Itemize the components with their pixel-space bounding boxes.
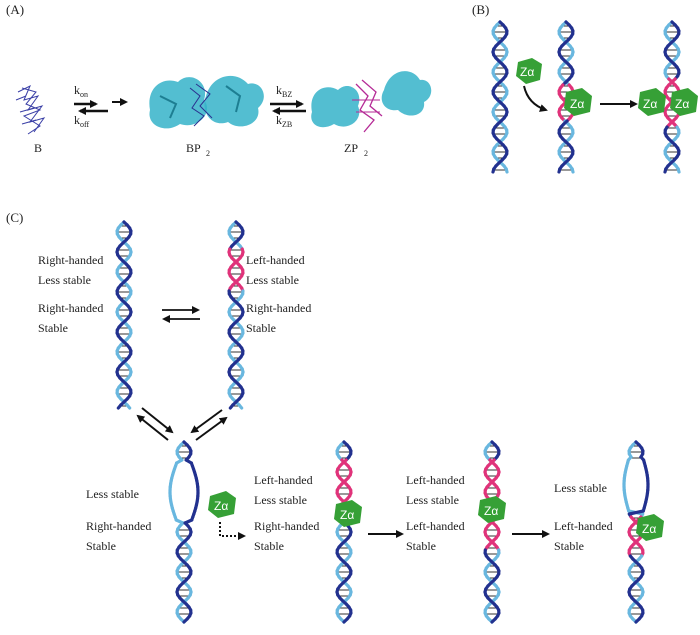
b-zalpha-bound-label: Zα: [570, 97, 584, 111]
panel-c: Right-handed Less stable Right-handed St…: [38, 220, 664, 624]
kzb-subscript: ZB: [282, 120, 292, 129]
c4-top-stability: Less stable: [254, 493, 307, 507]
c1-top-handedness: Right-handed: [38, 253, 103, 267]
c2-top-handedness: Left-handed: [246, 253, 305, 267]
state-b-label: B: [34, 141, 42, 155]
dna-strand-back: [504, 167, 509, 174]
state-bp2-label: BP: [186, 141, 201, 155]
c-arrow-left-up: [136, 414, 169, 441]
c4-zalpha-label: Zα: [340, 508, 354, 522]
kbz-subscript: BZ: [282, 90, 292, 99]
dna-strand-front: [663, 167, 668, 174]
c-dna-right-handed: [115, 220, 133, 410]
c5-bottom-handedness: Left-handed: [406, 519, 465, 533]
koff-label: k: [74, 113, 80, 127]
dna-strand-back: [125, 403, 132, 410]
c6-top-stability: Less stable: [554, 481, 607, 495]
kzb-label: k: [276, 113, 282, 127]
c-dna-partial-z: [335, 440, 353, 624]
panel-b-label: (B): [472, 2, 489, 17]
b-zalpha-dimer-right-label: Zα: [675, 97, 689, 111]
dna-strand-back: [237, 403, 244, 410]
c-zalpha-free-label: Zα: [214, 499, 228, 513]
dna-strand-front: [182, 617, 189, 624]
c2-top-stability: Less stable: [246, 273, 299, 287]
panel-b: Zα Zα Zα Zα: [491, 20, 698, 174]
panel-a: B k on k off BP 2 k BZ k ZB ZP: [15, 71, 432, 158]
c1-bottom-handedness: Right-handed: [38, 301, 103, 315]
c6-bottom-stability: Stable: [554, 539, 584, 553]
dna-strand-front: [491, 167, 496, 174]
c-binding-arrow: [219, 522, 246, 540]
c1-top-stability: Less stable: [38, 273, 91, 287]
bp2-complex: [149, 75, 264, 129]
c5-zalpha-bound: Zα: [478, 496, 506, 523]
dna-strand-front: [634, 617, 641, 624]
c-dna-bubble-z: [622, 440, 650, 624]
b-zalpha-free-label: Zα: [520, 65, 534, 79]
dna-strand-front: [342, 617, 349, 624]
dna-strand-back: [570, 167, 575, 174]
c-arrow-right-up: [195, 416, 228, 441]
c2-bottom-stability: Stable: [246, 321, 276, 335]
dna-strand-front: [228, 403, 235, 410]
c-dna-left-handed-top: [227, 220, 245, 410]
c5-top-stability: Less stable: [406, 493, 459, 507]
c-dna-bubble-1: [168, 440, 200, 624]
c2-bottom-handedness: Right-handed: [246, 301, 311, 315]
b-dna-helix-1: [491, 20, 509, 174]
c6-bottom-handedness: Left-handed: [554, 519, 613, 533]
c4-bottom-stability: Stable: [254, 539, 284, 553]
c1-bottom-stability: Stable: [38, 321, 68, 335]
c4-bottom-handedness: Right-handed: [254, 519, 319, 533]
c-arrow-right-down: [190, 409, 223, 434]
c6-zalpha-label: Zα: [642, 522, 656, 536]
b-binding-arrow: [523, 85, 548, 112]
c6-zalpha-bound: Zα: [636, 514, 664, 541]
b-zalpha-dimer-left-label: Zα: [643, 97, 657, 111]
c4-zalpha-bound: Zα: [334, 500, 362, 527]
zp2-complex: [311, 71, 432, 133]
dna-strand-front: [627, 509, 645, 516]
zp2-subscript: 2: [364, 149, 368, 158]
b-zalpha-dimer: Zα Zα: [638, 88, 698, 116]
dna-strand-back: [676, 167, 681, 174]
panel-c-label: (C): [6, 210, 23, 225]
b-dna-model: [15, 84, 46, 135]
b-zalpha-bound: Zα: [564, 88, 592, 116]
kbz-label: k: [276, 83, 282, 97]
panel-a-label: (A): [6, 2, 24, 17]
koff-subscript: off: [80, 120, 90, 129]
c5-top-handedness: Left-handed: [406, 473, 465, 487]
kon-label: k: [74, 83, 80, 97]
dna-strand-front: [116, 403, 123, 410]
c-arrow-left-down: [141, 407, 174, 434]
kon-subscript: on: [80, 90, 88, 99]
dna-strand-front: [557, 167, 562, 174]
dna-strand-front: [490, 617, 497, 624]
b-zalpha-free: Zα: [516, 58, 542, 84]
c5-zalpha-label: Zα: [484, 504, 498, 518]
c3-top-stability: Less stable: [86, 487, 139, 501]
c-zalpha-free: Zα: [208, 491, 236, 518]
c3-bottom-handedness: Right-handed: [86, 519, 151, 533]
state-zp2-label: ZP: [344, 141, 358, 155]
c-dna-full-z: [483, 440, 501, 624]
c5-bottom-stability: Stable: [406, 539, 436, 553]
bp2-subscript: 2: [206, 149, 210, 158]
c4-top-handedness: Left-handed: [254, 473, 313, 487]
c3-bottom-stability: Stable: [86, 539, 116, 553]
